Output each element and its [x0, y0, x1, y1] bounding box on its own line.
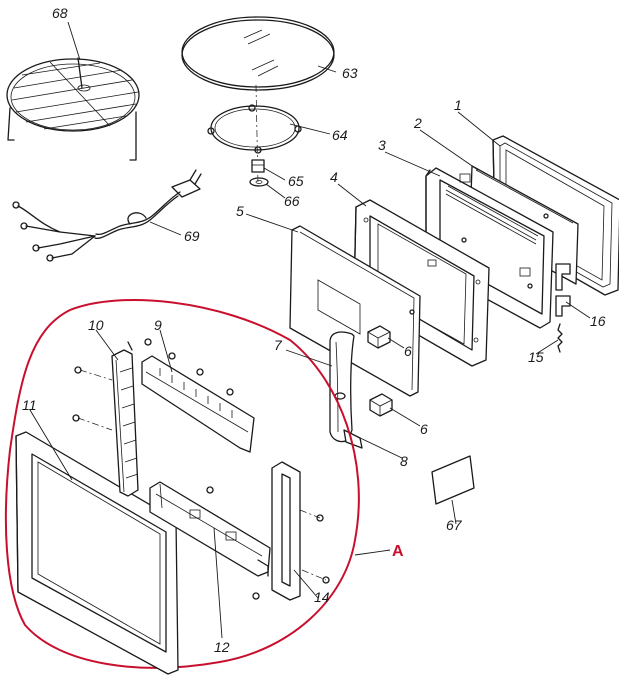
label-9: 9 — [154, 317, 162, 333]
label-6-upper: 6 — [404, 343, 412, 359]
label-10: 10 — [88, 317, 104, 333]
label-68: 68 — [52, 5, 68, 21]
label-15: 15 — [528, 349, 544, 365]
hook-spring-part-15 — [557, 323, 563, 353]
latch-bar-part-10 — [111, 341, 139, 497]
washer-part-66 — [249, 177, 269, 187]
label-16: 16 — [590, 313, 606, 329]
label-4: 4 — [330, 169, 338, 185]
glass-plate-part-63 — [181, 16, 335, 91]
door-glass-part-5 — [289, 225, 421, 397]
label-64: 64 — [332, 127, 348, 143]
label-65: 65 — [288, 173, 304, 189]
label-plate-part-67 — [431, 455, 475, 505]
roller-ring-part-64 — [207, 104, 302, 154]
label-2: 2 — [413, 115, 422, 131]
leader-lines — [29, 21, 591, 639]
coupler-part-65 — [251, 159, 265, 173]
latch-assembly-part-12 — [149, 481, 271, 577]
group-a-boundary — [4, 299, 360, 669]
label-3: 3 — [378, 137, 386, 153]
group-a-label: A — [392, 543, 404, 560]
label-5: 5 — [236, 203, 244, 219]
label-66: 66 — [284, 193, 300, 209]
hinge-clip-part-6-upper — [367, 325, 391, 349]
part-labels: 68 63 64 65 66 69 1 2 3 4 5 6 6 7 8 16 1… — [22, 5, 606, 655]
label-69: 69 — [184, 228, 200, 244]
power-cord-part-69 — [12, 169, 202, 262]
label-63: 63 — [342, 65, 358, 81]
inner-door-panel-part-11 — [15, 431, 179, 675]
label-11: 11 — [22, 397, 37, 413]
top-rail-part-9 — [141, 355, 255, 453]
label-14: 14 — [314, 589, 330, 605]
label-67: 67 — [446, 517, 463, 533]
label-8: 8 — [400, 453, 408, 469]
label-1: 1 — [454, 97, 462, 113]
label-6-lower: 6 — [420, 421, 428, 437]
label-7: 7 — [274, 337, 283, 353]
label-12: 12 — [214, 639, 230, 655]
door-handle-part-7 — [329, 331, 355, 443]
handle-tab-part-8 — [343, 429, 363, 449]
wire-rack-part-68 — [6, 57, 140, 161]
door-hook-part-16 — [555, 263, 571, 317]
hinge-clip-part-6-lower — [369, 393, 393, 417]
side-bracket-part-14 — [271, 461, 301, 601]
